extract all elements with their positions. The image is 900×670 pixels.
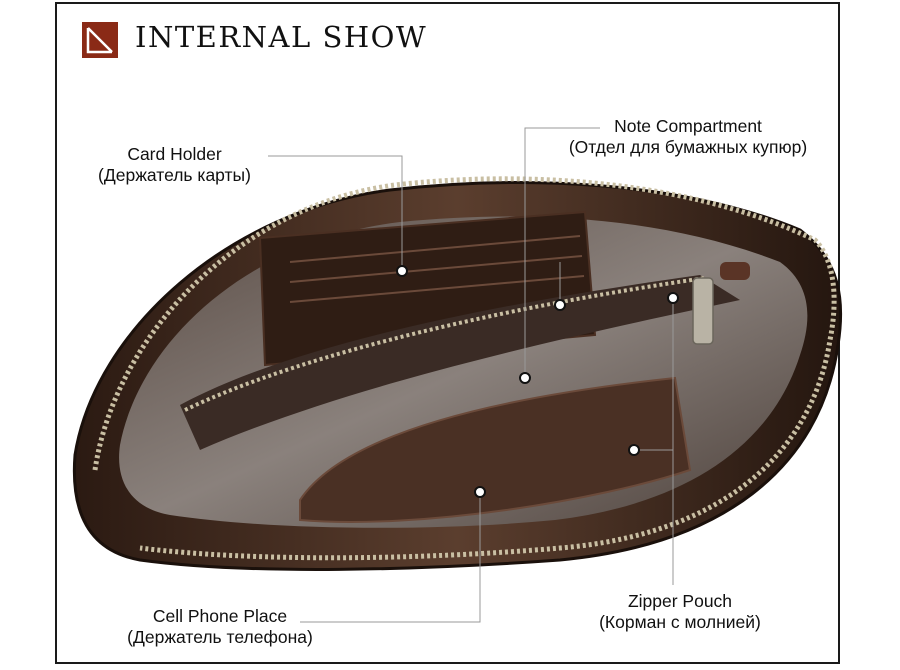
zipper-pouch-label-ru: (Корман с молнией) [599,612,761,632]
brand-logo [82,22,118,58]
zipper-pouch-label: Zipper Pouch [627,591,733,611]
note-compartment-label: Note Compartment [614,116,762,136]
card-holder-label-ru: (Держатель карты) [98,165,251,185]
phone-pocket [299,376,692,523]
card-holder-marker [396,265,408,277]
cell-phone-place-label: Cell Phone Place [152,606,288,626]
callout-markers [396,265,679,498]
card-holder-label: Card Holder [127,144,222,164]
zipper-pull [692,262,750,345]
middle-zipper-pocket [180,275,740,450]
zipper-pouch-marker [628,444,640,456]
callout-lines [268,127,674,623]
cell-phone-marker [474,486,486,498]
outer-zipper [92,176,837,561]
zipper-marker [667,292,679,304]
note-marker [554,299,566,311]
card-holder-callout: Card Holder (Держатель карты) [87,144,262,186]
cell-phone-place-label-ru: (Держатель телефона) [127,627,313,647]
note-compartment-callout: Note Compartment (Отдел для бумажных куп… [548,116,828,158]
page-title: INTERNAL SHOW [135,20,428,54]
zipper-pouch-callout: Zipper Pouch (Корман с молнией) [580,591,780,633]
cell-phone-place-callout: Cell Phone Place (Держатель телефона) [100,606,340,648]
note-compartment-label-ru: (Отдел для бумажных купюр) [568,137,808,157]
note-compartment-marker [519,372,531,384]
